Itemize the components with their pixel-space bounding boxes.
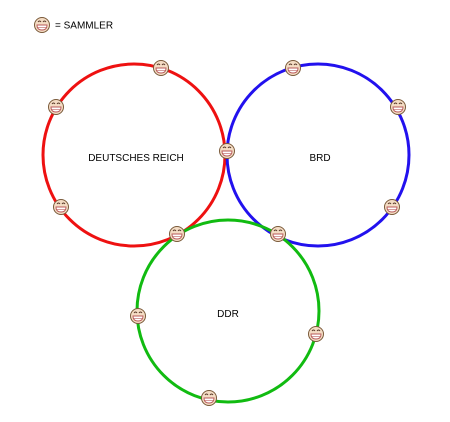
collector-smiley-icon — [308, 326, 324, 342]
legend-text: = SAMMLER — [55, 21, 113, 32]
collector-smiley-icon — [390, 99, 406, 115]
collector-smiley-icon — [53, 199, 69, 215]
collector-smiley-icon — [48, 99, 64, 115]
collector-smiley-icon — [219, 143, 235, 159]
legend: = SAMMLER — [34, 17, 113, 33]
legend-smiley-icon — [34, 17, 50, 33]
collector-smiley-icon — [169, 226, 185, 242]
collectors — [48, 60, 406, 406]
collector-smiley-icon — [384, 199, 400, 215]
label-deutsches-reich: DEUTSCHES REICH — [88, 153, 184, 164]
label-brd: BRD — [309, 153, 330, 164]
collector-smiley-icon — [153, 60, 169, 76]
collector-smiley-icon — [285, 60, 301, 76]
collector-smiley-icon — [270, 226, 286, 242]
label-ddr: DDR — [217, 309, 239, 320]
collector-smiley-icon — [130, 308, 146, 324]
collector-smiley-icon — [201, 390, 217, 406]
